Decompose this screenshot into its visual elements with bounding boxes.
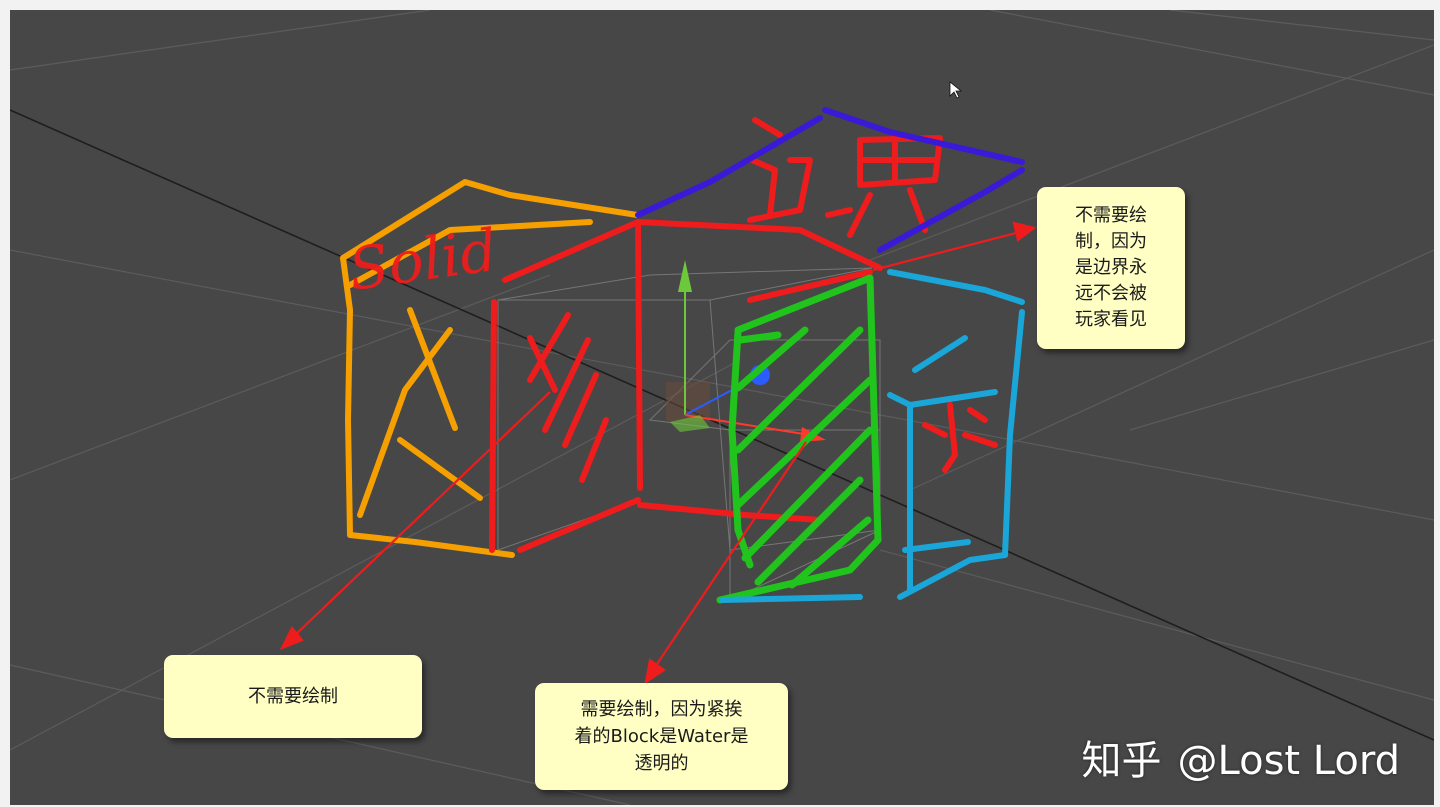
solid-note-callout: 不需要绘制 xyxy=(164,655,422,738)
boundary-top-sketch xyxy=(635,107,1025,253)
scene-viewport[interactable]: Solid xyxy=(10,10,1434,805)
transform-gizmo xyxy=(666,260,826,442)
arrow-to-boundary xyxy=(872,221,1037,272)
water-note-callout: 需要绘制，因为紧挨 着的Block是Water是 透明的 xyxy=(535,683,788,790)
boundary-note-callout: 不需要绘 制，因为 是边界永 远不会被 玩家看见 xyxy=(1037,187,1185,349)
water-note-text: 需要绘制，因为紧挨 着的Block是Water是 透明的 xyxy=(574,699,749,774)
boundary-face-sketch xyxy=(489,117,998,553)
boundary-note-text: 不需要绘 制，因为 是边界永 远不会被 玩家看见 xyxy=(1075,205,1147,330)
water-cube-sketch xyxy=(719,269,1025,603)
solid-label: Solid xyxy=(344,216,501,304)
solid-note-text: 不需要绘制 xyxy=(248,685,338,707)
arrow-to-water-note xyxy=(644,441,807,685)
axis-line xyxy=(10,109,1434,741)
mouse-pointer-icon xyxy=(949,81,963,99)
solid-cube-sketch xyxy=(340,179,640,558)
block-wireframes xyxy=(497,267,881,601)
water-face-sketch xyxy=(716,274,882,604)
zhihu-logo: 知乎 xyxy=(1081,738,1162,784)
scene-canvas: Solid xyxy=(10,10,1434,805)
ground-grid xyxy=(10,10,1434,805)
arrow-to-solid-note xyxy=(279,391,551,651)
watermark: 知乎 @Lost Lord xyxy=(1082,728,1400,786)
author-handle: @Lost Lord xyxy=(1177,738,1400,784)
